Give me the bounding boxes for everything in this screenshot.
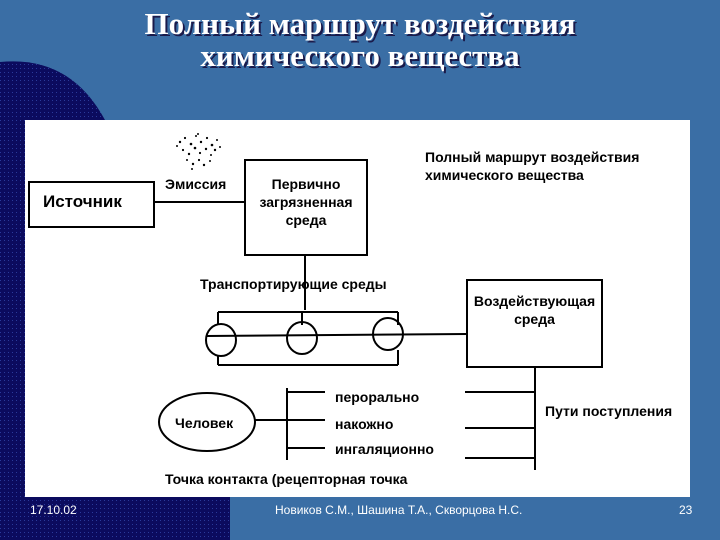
exposure-env-label: Воздействующая среда (469, 292, 600, 328)
slide-title-line1: Полный маршрут воздействия (144, 6, 576, 41)
route-inhalation: ингаляционно (335, 441, 434, 457)
slide-title: Полный маршрут воздействия химического в… (0, 8, 720, 72)
diagram-caption-line2: химического вещества (425, 167, 584, 183)
diagram-caption: Полный маршрут воздействия химического в… (425, 148, 639, 184)
slide-title-line2: химического вещества (200, 38, 520, 73)
transport-label: Транспортирующие среды (200, 276, 387, 292)
transport-chain-line (205, 333, 468, 337)
emission-label: Эмиссия (165, 176, 227, 192)
transport-medium-circle (205, 323, 237, 357)
routes-label: Пути поступления (545, 403, 673, 419)
contact-point-label: Точка контакта (рецепторная точка (165, 471, 408, 487)
footer-authors: Новиков С.М., Шашина Т.А., Скворцова Н.С… (275, 503, 523, 517)
footer-page-number: 23 (679, 503, 693, 517)
exposure-env-line1: Воздействующая (473, 293, 596, 309)
exposure-env-line2: среда (514, 311, 555, 327)
footer-date: 17.10.02 (30, 503, 77, 517)
diagram-lines (28, 133, 603, 470)
transport-medium-circle (286, 321, 318, 355)
primary-env-line1: Первично (271, 176, 341, 192)
route-oral: перорально (335, 389, 420, 405)
emission-cloud-icon (176, 133, 221, 170)
diagram-caption-line1: Полный маршрут воздействия (425, 149, 640, 165)
primary-env-line3: среда (285, 212, 327, 228)
source-label: Источник (43, 192, 122, 211)
route-dermal: накожно (335, 416, 394, 432)
primary-env-label: Первично загрязненная среда (247, 175, 365, 229)
human-ellipse (158, 392, 256, 452)
primary-env-line2: загрязненная (259, 194, 353, 210)
exposure-route-diagram: Источник Эмиссия Первично загрязненная с… (25, 120, 690, 497)
source-box (28, 181, 155, 228)
human-label: Человек (175, 415, 234, 431)
